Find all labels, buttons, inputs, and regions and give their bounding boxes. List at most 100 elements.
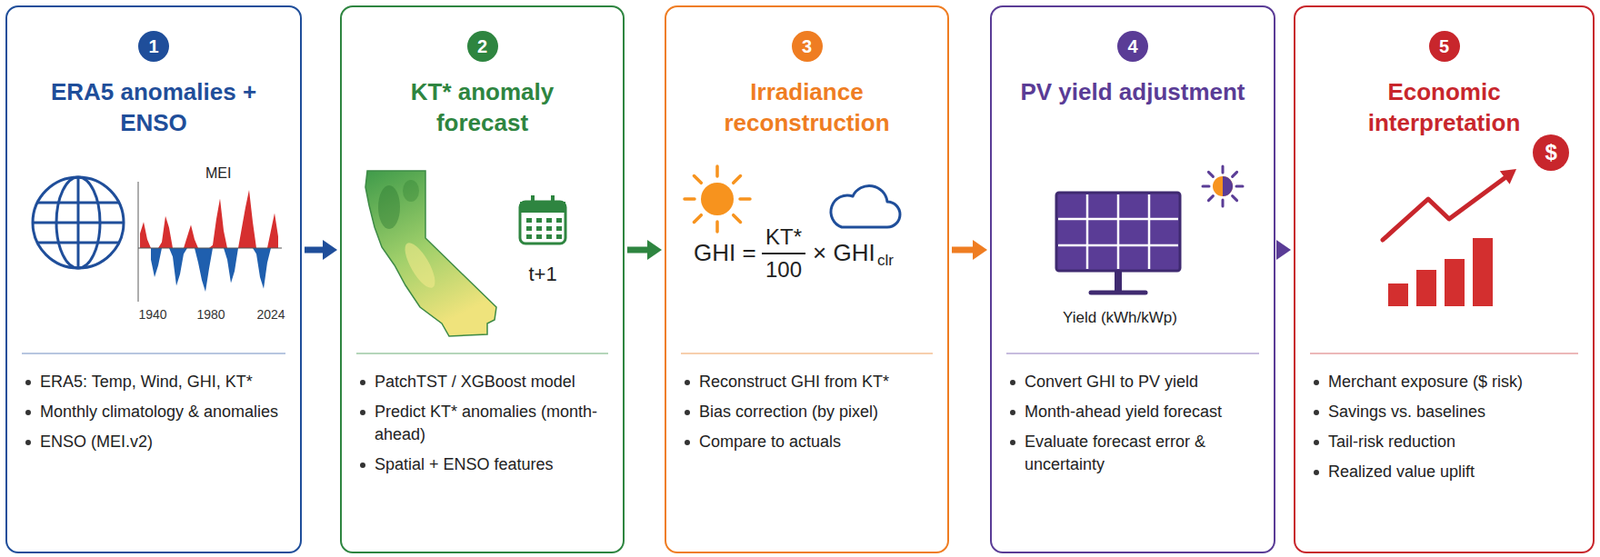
formula-numerator: KT* [765,224,802,251]
calendar-icon [520,195,566,244]
bullet-dot [1010,440,1016,446]
bullet-dot [360,410,366,416]
bullet-item: Bias correction (by pixel) [682,400,931,424]
bullet-dot [1313,380,1320,386]
bullet-text: Monthly climatology & anomalies [40,400,279,424]
bullet-list: ERA5: Temp, Wind, GHI, KT* Monthly climat… [23,370,284,454]
bullet-dot [360,380,366,386]
arrow-head [1276,240,1291,260]
bullet-item: ERA5: Temp, Wind, GHI, KT* [23,370,284,394]
arrow-head [972,240,988,260]
cloud-icon [830,185,900,228]
step-number: 3 [801,37,812,56]
bullet-dot [1313,470,1320,476]
bullet-text: Bias correction (by pixel) [699,400,879,424]
bullet-item: Savings vs. baselines [1311,400,1577,424]
bullet-dot [684,380,690,386]
flow-arrow [304,240,338,260]
bullet-item: Month-ahead yield forecast [1008,400,1258,424]
bullet-dot [1010,410,1016,416]
panel-title: ERA5 anomalies + ENSO [40,76,268,139]
step-number: 5 [1439,37,1450,56]
bullet-text: Evaluate forecast error & uncertainty [1024,430,1258,477]
bullet-text: Merchant exposure ($ risk) [1328,370,1523,394]
bullet-item: Spatial + ENSO features [358,453,607,477]
step-number: 4 [1127,37,1138,56]
year-label: 2024 [257,307,286,323]
value-chart-icon [1382,134,1570,307]
bullet-text: Realized value uplift [1328,460,1475,484]
bullet-dot [25,410,31,416]
arrow-head [322,240,338,260]
mei-chart [138,181,282,302]
bullet-item: Reconstruct GHI from KT* [682,370,931,394]
bullet-dot [25,440,31,446]
bullet-list: Convert GHI to PV yieldMonth-ahead yield… [1008,370,1258,477]
bullet-dot [360,462,366,469]
bullet-dot [25,380,31,386]
step-badge: 1 [138,30,170,62]
bullet-dot [1313,410,1320,416]
california-map [365,170,497,337]
formula-denominator: 100 [765,257,802,284]
bullet-dot [684,440,690,446]
step-number: 1 [148,37,159,56]
step-panel: ERA5 anomalies + ENSO ERA5: Temp, Wind, G… [5,5,302,554]
formula-text: × GHI [812,239,876,268]
step-badge: 4 [1117,30,1149,62]
axis-title: MEI [205,164,231,182]
small-sun-icon [1202,166,1243,207]
bullet-item: Merchant exposure ($ risk) [1311,370,1577,394]
bullet-item: Convert GHI to PV yield [1008,370,1258,394]
bullet-text: Tail-risk reduction [1328,430,1456,454]
bullet-text: Predict KT* anomalies (month-ahead) [374,400,607,447]
bullet-item: Compare to actuals [682,430,931,454]
bullet-list: Reconstruct GHI from KT* Bias correction … [682,370,931,454]
axis-label: Yield (kWh/kWp) [1062,309,1178,328]
bullet-text: ENSO (MEI.v2) [40,430,153,454]
year-label: 1940 [139,307,168,323]
step-badge: 3 [791,30,823,62]
step-panel: Economic interpretationMerchant exposure… [1293,5,1595,554]
globe-icon [32,177,124,269]
bullet-text: Spatial + ENSO features [374,453,554,477]
bullet-text: Convert GHI to PV yield [1024,370,1199,394]
bullet-item: Tail-risk reduction [1311,430,1577,454]
sun-icon [684,166,750,232]
step-badge: 5 [1429,30,1460,62]
currency-symbol: $ [1545,140,1558,167]
fraction-bar [761,253,806,255]
panel-title: PV yield adjustment [1019,76,1247,108]
bullet-text: Savings vs. baselines [1328,400,1486,424]
bullet-dot [684,410,690,416]
bullet-item: ENSO (MEI.v2) [23,430,284,454]
bullet-item: Evaluate forecast error & uncertainty [1008,430,1258,477]
bullet-text: Compare to actuals [699,430,841,454]
panel-title: Economic interpretation [1330,76,1559,139]
bullet-item: Realized value uplift [1311,460,1577,484]
step-panel: PV yield adjustmentConvert GHI to PV yie… [990,5,1276,554]
divider-lines [21,352,1579,355]
formula-subscript: clr [877,251,894,270]
bullet-text: Month-ahead yield forecast [1024,400,1222,424]
panel-title: Irradiance reconstruction [693,76,921,139]
bullet-item: PatchTST / XGBoost model [358,370,607,394]
step-panel: KT* anomaly forecastPatchTST / XGBoost m… [340,5,625,554]
formula-text: GHI = [693,239,757,268]
bullet-dot [1010,380,1016,386]
bullet-text: PatchTST / XGBoost model [374,370,576,394]
flow-arrow [1276,240,1291,260]
flow-arrow [951,240,988,260]
arrow-head [647,240,662,260]
bullet-text: Reconstruct GHI from KT* [699,370,890,394]
bullet-item: Monthly climatology & anomalies [23,400,284,424]
bullet-dot [1313,440,1320,446]
step-panel: Irradiance reconstructionReconstruct GHI… [664,5,950,554]
horizon-label: t+1 [529,262,558,287]
bullet-list: Merchant exposure ($ risk) Savings vs. ba… [1311,370,1577,484]
year-label: 1980 [197,307,226,323]
bullet-text: ERA5: Temp, Wind, GHI, KT* [40,370,253,394]
step-badge: 2 [467,30,499,62]
bullet-item: Predict KT* anomalies (month-ahead) [358,400,607,447]
